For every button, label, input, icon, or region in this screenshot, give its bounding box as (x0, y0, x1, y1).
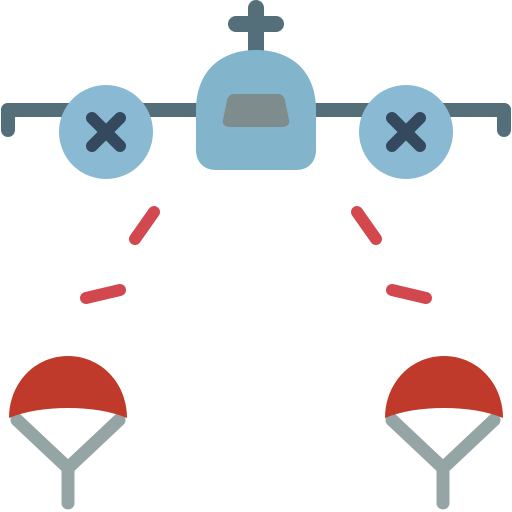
cockpit-window (222, 94, 290, 127)
right-drop-trail (351, 206, 432, 304)
left-parachute-canopy (9, 356, 127, 418)
right-engine (359, 85, 453, 179)
left-drop-trail (80, 206, 160, 304)
right-parachute-lines (385, 413, 501, 510)
right-propeller-icon (386, 112, 426, 152)
left-parachute-lines (10, 413, 126, 510)
left-propeller-icon (86, 112, 126, 152)
left-parachute (9, 356, 127, 510)
right-parachute (385, 356, 503, 510)
left-engine (59, 85, 153, 179)
airplane (1, 0, 511, 179)
right-parachute-canopy (385, 356, 503, 418)
